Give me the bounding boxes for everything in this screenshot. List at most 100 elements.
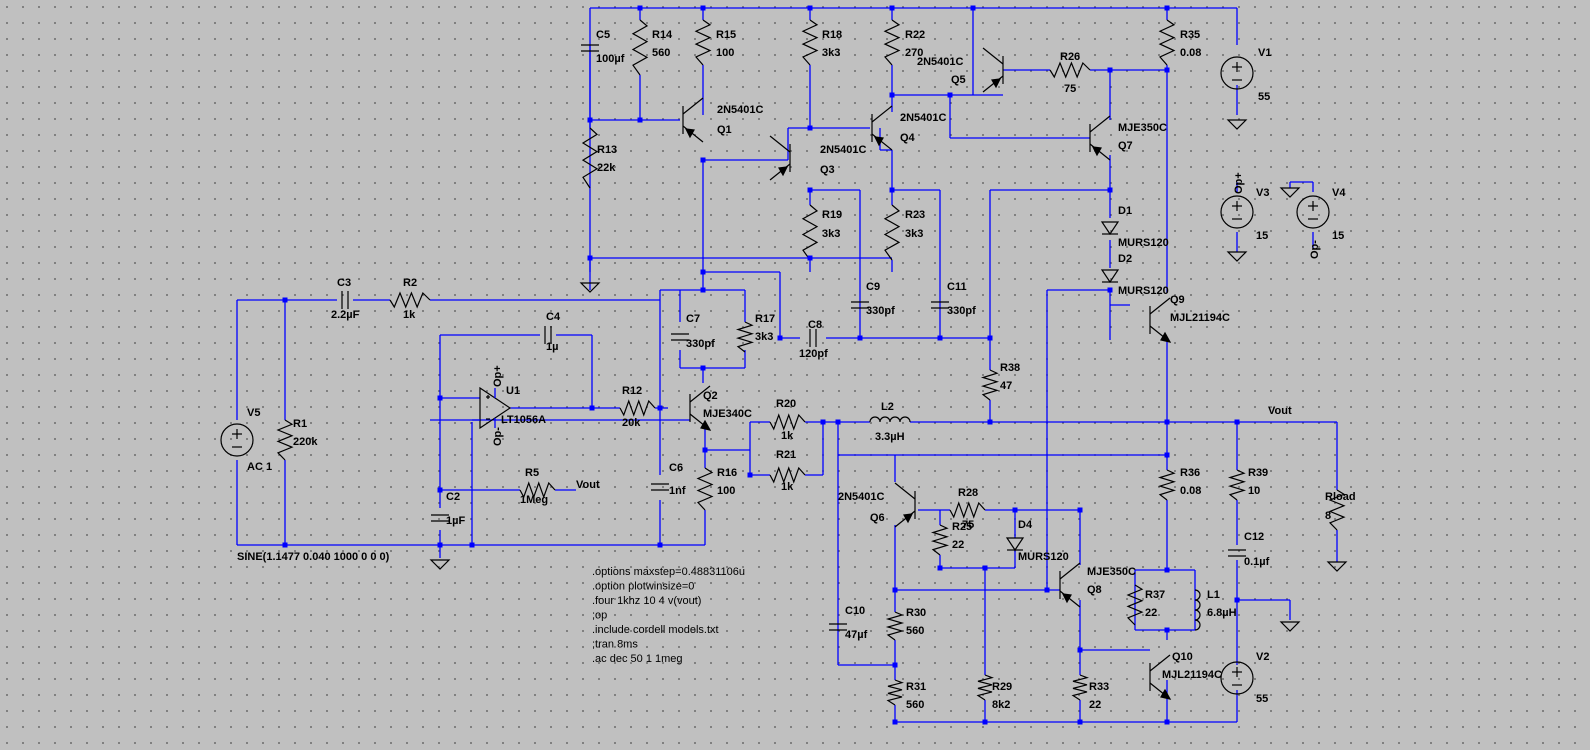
label-r1: R1 [293, 418, 307, 430]
label-u1n: Op- [492, 427, 504, 446]
label-v4n: Op- [1309, 240, 1321, 259]
inductor-l1 [1194, 589, 1201, 631]
spice-directive[interactable]: .ac dec 50 1 1meg [592, 653, 683, 665]
label-q3m: 2N5401C [820, 144, 867, 156]
cap-c8 [809, 329, 817, 347]
source-v2 [1220, 661, 1254, 695]
label-r18v: 3k3 [822, 47, 840, 59]
label-u1: U1 [506, 385, 520, 397]
transistor-q3 [769, 135, 791, 181]
label-q9: Q9 [1170, 294, 1185, 306]
cap-c7 [671, 333, 689, 341]
transistor-q9 [1149, 297, 1172, 343]
label-q5m: 2N5401C [917, 56, 964, 68]
label-c9: C9 [866, 281, 880, 293]
transistor-q6 [894, 482, 916, 528]
label-q6: Q6 [870, 512, 885, 524]
label-r30: R30 [906, 607, 926, 619]
components [220, 19, 1348, 706]
transistor-q8 [1059, 562, 1081, 608]
label-d2m: MURS120 [1118, 285, 1169, 297]
label-c9v: 330pf [866, 305, 895, 317]
resistor-r2 [389, 291, 431, 309]
label-d4m: MURS120 [1018, 551, 1069, 563]
resistor-r36 [1157, 469, 1177, 501]
label-r22: R22 [905, 29, 925, 41]
cap-c6 [651, 483, 669, 491]
ground-v3 [1226, 251, 1248, 262]
label-c12v: 0.1µf [1244, 556, 1270, 568]
label-q10: Q10 [1172, 651, 1193, 663]
label-r19v: 3k3 [822, 228, 840, 240]
transistor-q1 [682, 97, 704, 143]
label-q4m: 2N5401C [900, 112, 947, 124]
resistor-r5 [519, 481, 556, 499]
inductor-l2 [869, 416, 911, 423]
label-r26: R26 [1060, 51, 1080, 63]
label-c5v: 100µf [596, 53, 625, 65]
label-r29: R29 [992, 681, 1012, 693]
label-sine: SINE(1.1477 0.040 1000 0 0 0) [237, 551, 390, 563]
resistor-r22 [883, 19, 901, 66]
label-q9m: MJL21194C [1170, 312, 1230, 324]
wires [236, 7, 1338, 723]
label-r16: R16 [717, 467, 737, 479]
label-r19: R19 [822, 209, 842, 221]
label-r5: R5 [525, 467, 539, 479]
label-c2v: 1µF [446, 515, 465, 527]
source-v4 [1296, 195, 1330, 229]
resistor-r17 [735, 321, 755, 353]
cap-c2 [431, 514, 449, 522]
transistor-q7 [1089, 115, 1111, 161]
label-r28v: 75 [962, 519, 974, 531]
label-d1: D1 [1118, 205, 1132, 217]
label-r2: R2 [403, 277, 417, 289]
label-u1m: LT1056A [501, 414, 546, 426]
label-q10m: MJL21194C [1162, 669, 1222, 681]
resistor-r15 [694, 19, 712, 66]
label-r1v: 220k [293, 436, 318, 448]
spice-directive[interactable]: .include cordell models.txt [592, 624, 719, 636]
resistor-r12 [619, 399, 656, 417]
label-r21v: 1k [781, 481, 794, 493]
resistor-r29 [976, 674, 994, 701]
spice-directive[interactable]: .four 1khz 10 4 v(vout) [592, 595, 701, 607]
label-c7v: 330pf [686, 338, 715, 350]
label-r37v: 22 [1145, 607, 1157, 619]
label-v4: V4 [1332, 187, 1346, 199]
spice-directive[interactable]: .options maxstep=0.48831106u [592, 566, 745, 578]
label-c2: C2 [446, 491, 460, 503]
spice-directive[interactable]: ;op [592, 610, 607, 622]
label-r39: R39 [1248, 467, 1268, 479]
label-c3v: 2.2µF [331, 309, 360, 321]
label-r20: R20 [776, 398, 796, 410]
label-r25v: 22 [952, 539, 964, 551]
cap-c11 [931, 301, 949, 309]
label-q7m: MJE350C [1118, 122, 1167, 134]
label-r14: R14 [652, 29, 673, 41]
spice-directive[interactable]: ;tran 8ms [592, 639, 638, 651]
label-c8v: 120pf [799, 348, 828, 360]
label-r5net: Vout [576, 479, 600, 491]
label-r38: R38 [1000, 362, 1020, 374]
label-r5v: 1Meg [520, 494, 548, 506]
source-v3 [1220, 195, 1254, 229]
label-r12v: 20k [622, 417, 641, 429]
label-r21: R21 [776, 449, 796, 461]
label-v3: V3 [1256, 187, 1269, 199]
ground-v1 [1226, 119, 1248, 130]
label-v3n: Op+ [1233, 172, 1245, 194]
resistor-r35 [1158, 19, 1176, 66]
resistor-r-load [1328, 489, 1346, 531]
label-r17v: 3k3 [755, 331, 773, 343]
spice-directive[interactable]: .option plotwinsize=0 [592, 581, 694, 593]
label-r36v: 0.08 [1180, 485, 1201, 497]
label-q8: Q8 [1087, 584, 1102, 596]
label-r33v: 22 [1089, 699, 1101, 711]
label-r37: R37 [1145, 589, 1165, 601]
resistor-r19 [801, 204, 819, 261]
label-v1: V1 [1258, 47, 1271, 59]
label-c11: C11 [947, 281, 967, 293]
